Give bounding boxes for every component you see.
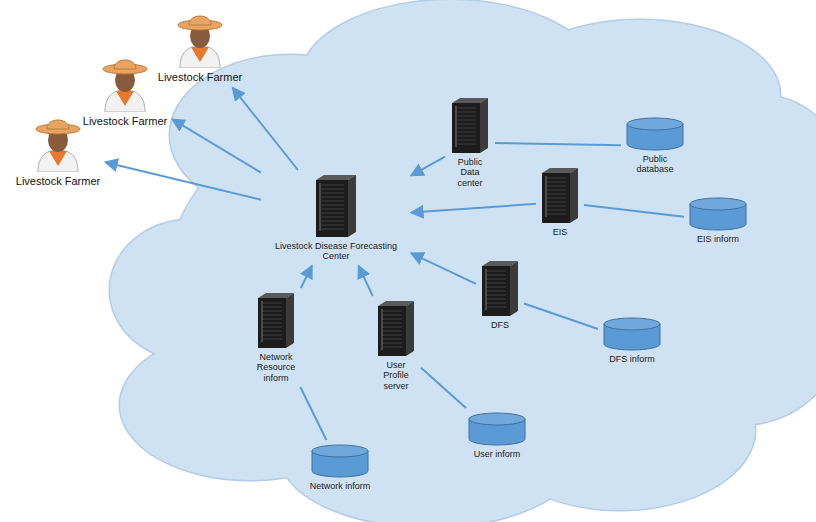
link-line (524, 303, 598, 329)
server-node: Public Data center (447, 95, 493, 190)
node-label: Livestock Farmer (16, 175, 100, 188)
node-label: Public database (630, 154, 680, 175)
node-label: EIS (553, 227, 568, 237)
server-node: Livestock Disease Forecasting Center (263, 172, 409, 264)
data-flow-arrow (411, 157, 445, 176)
db-icon (311, 444, 369, 478)
node-label: User Profile server (376, 360, 416, 391)
server-node: User Profile server (373, 298, 419, 393)
db-icon (626, 117, 684, 151)
node-label: User inform (474, 449, 521, 459)
farmer-node: Livestock Farmer (80, 52, 170, 130)
database-node: Network inform (307, 442, 374, 493)
data-flow-arrow (358, 266, 372, 296)
node-label: Livestock Farmer (158, 71, 242, 84)
server-icon (541, 167, 579, 224)
database-node: EIS inform (686, 195, 750, 246)
node-label: Livestock Farmer (83, 115, 167, 128)
node-label: Livestock Disease Forecasting Center (266, 241, 406, 262)
farmer-node: Livestock Farmer (155, 8, 245, 86)
cloud-outline (110, 0, 816, 522)
data-flow-arrow (411, 204, 536, 213)
db-icon (603, 317, 661, 351)
cloud-fill (110, 0, 816, 522)
data-flow-arrow (105, 162, 261, 200)
server-icon (451, 97, 489, 154)
node-label: Public Data center (450, 157, 490, 188)
server-icon (377, 300, 415, 357)
server-icon (481, 260, 519, 317)
server-node: EIS (538, 165, 582, 239)
database-node: User inform (465, 410, 529, 461)
node-label: DFS (491, 320, 509, 330)
server-icon (257, 292, 295, 349)
db-icon (468, 412, 526, 446)
data-flow-arrow (411, 253, 476, 284)
database-node: Public database (623, 115, 687, 177)
data-flow-arrow (301, 266, 312, 288)
farmer-icon (99, 54, 151, 112)
db-icon (689, 197, 747, 231)
server-node: DFS (478, 258, 522, 332)
data-flow-arrow (172, 119, 261, 172)
link-line (584, 205, 684, 217)
link-line (495, 143, 621, 145)
link-line (421, 368, 466, 408)
link-line (300, 387, 326, 440)
farmer-icon (174, 10, 226, 68)
farmer-icon (32, 114, 84, 172)
server-node: Network Resource inform (243, 290, 309, 385)
node-label: DFS inform (609, 354, 655, 364)
farmer-node: Livestock Farmer (13, 112, 103, 190)
node-label: Network inform (310, 481, 371, 491)
database-node: DFS inform (600, 315, 664, 366)
node-label: EIS inform (697, 234, 739, 244)
center-icon (315, 174, 357, 238)
node-label: Network Resource inform (246, 352, 306, 383)
data-flow-arrow (232, 88, 297, 170)
